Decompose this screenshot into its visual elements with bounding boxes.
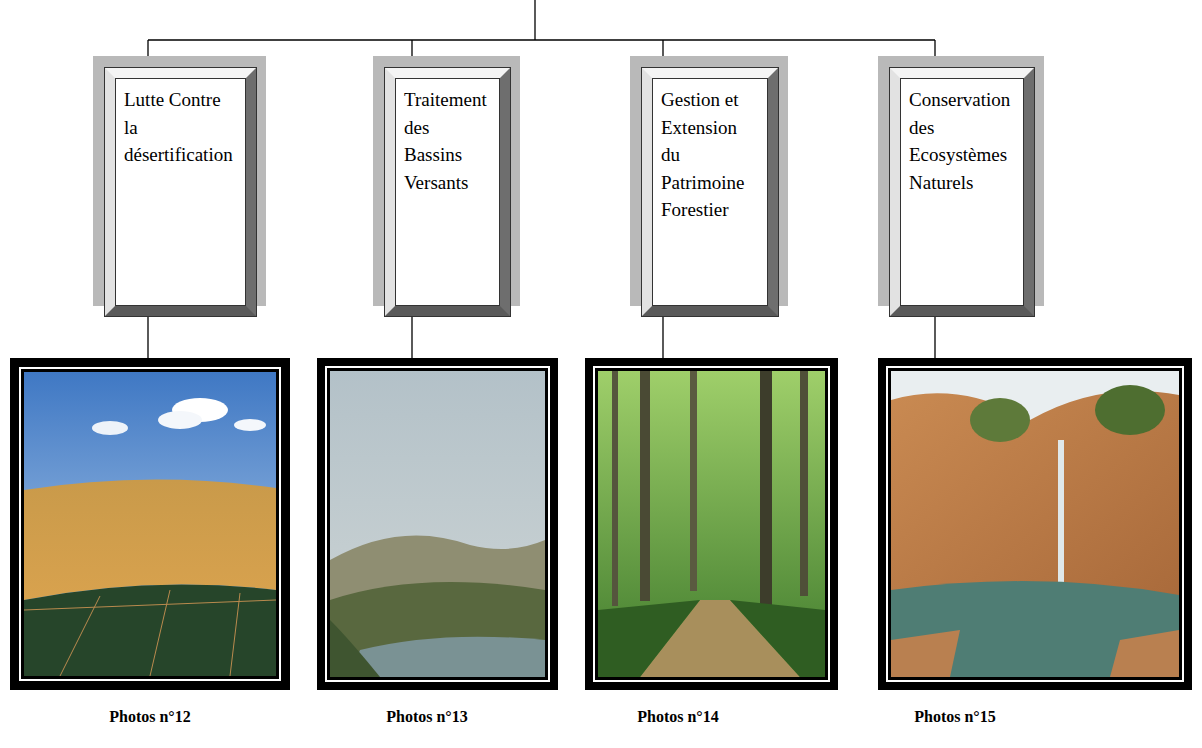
photo-waterfall: [878, 358, 1192, 690]
box-label: Traitement des Bassins Versants: [395, 78, 500, 204]
photo-watershed: [317, 358, 558, 690]
program-box: Traitement des Bassins Versants: [385, 68, 510, 316]
tree-line: [148, 0, 935, 358]
program-box: Conservation des Ecosystèmes Naturels: [890, 68, 1034, 316]
photo-forest: [585, 358, 838, 690]
program-box: Gestion et Extension du Patrimoine Fores…: [642, 68, 778, 316]
photo-caption: Photos n°13: [386, 708, 468, 726]
photo-caption: Photos n°15: [914, 708, 996, 726]
box-label: Conservation des Ecosystèmes Naturels: [900, 78, 1024, 204]
program-box: Lutte Contre la désertification: [105, 68, 256, 316]
photo-caption: Photos n°12: [109, 708, 191, 726]
photo-desert: [10, 358, 290, 690]
box-label: Lutte Contre la désertification: [115, 78, 246, 177]
photo-caption: Photos n°14: [637, 708, 719, 726]
box-label: Gestion et Extension du Patrimoine Fores…: [652, 78, 768, 232]
